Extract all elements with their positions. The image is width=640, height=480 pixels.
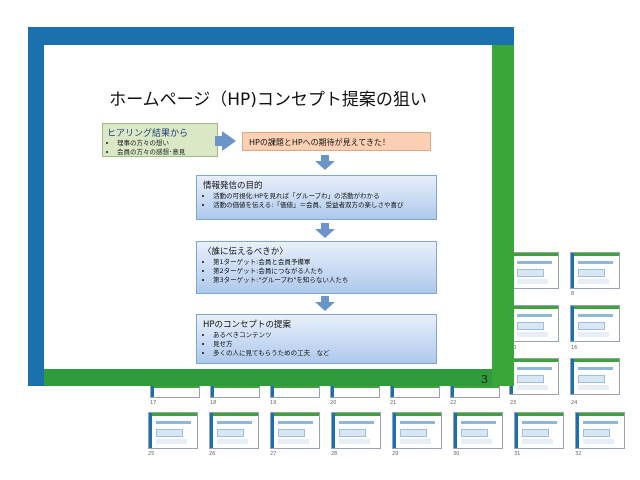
down-arrow-icon: [321, 223, 329, 229]
slide-number: 16: [571, 345, 578, 351]
concept-item: 多くの人に見てもらうための工夫 など: [213, 349, 430, 358]
slide-number: 26: [209, 451, 216, 457]
concept-item: あるべきコンテンツ: [213, 331, 430, 340]
slide-thumbnail[interactable]: [148, 412, 198, 449]
purpose-item: 活動の価値を伝える:「価値」＝会員、受益者双方の楽しさや喜び: [213, 201, 430, 210]
target-item: 第3ターゲット:"グループわ"を知らない人たち: [213, 276, 430, 285]
slide-thumbnail[interactable]: [575, 412, 625, 449]
down-arrow-icon: [321, 296, 329, 302]
slide-thumbnail[interactable]: [331, 412, 381, 449]
page-number: 3: [481, 373, 488, 386]
concept-item: 見せ方: [213, 340, 430, 349]
concept-heading: HPのコンセプトの提案: [203, 320, 292, 330]
slide-thumbnail[interactable]: [390, 384, 440, 398]
slide-thumbnail[interactable]: [509, 358, 559, 395]
slide-thumbnail[interactable]: [514, 412, 564, 449]
slide-thumbnail[interactable]: [509, 305, 559, 342]
concept-box: HPのコンセプトの提案 あるべきコンテンツ 見せ方 多くの人に見てもらうための工…: [196, 314, 437, 364]
slide-thumbnail[interactable]: [570, 305, 620, 342]
down-arrow-icon: [315, 229, 335, 238]
slide-number: 22: [450, 400, 457, 406]
slide-number: 29: [392, 451, 399, 457]
purpose-box: 情報発信の目的 活動の可視化:HPを見れば「グループわ」の活動がわかる 活動の価…: [196, 175, 437, 220]
slide-number: 21: [390, 400, 397, 406]
slide-thumbnail[interactable]: [570, 358, 620, 395]
slide-number: 25: [148, 451, 155, 457]
purpose-heading: 情報発信の目的: [203, 181, 263, 191]
slide-thumbnail[interactable]: [209, 412, 259, 449]
slide-number: 19: [270, 400, 277, 406]
target-box: 〈誰に伝えるべきか〉 第1ターゲット:会員と会員予備軍 第2ターゲット:会員につ…: [196, 241, 437, 294]
slide-thumbnail[interactable]: [509, 252, 559, 289]
slide-number: 20: [330, 400, 337, 406]
slide-number: 23: [510, 400, 517, 406]
slide-content: ホームページ（HP)コンセプト提案の狙い ヒアリング結果から 理事の方々の想い …: [44, 45, 492, 386]
slide-number: 24: [571, 400, 578, 406]
target-item: 第2ターゲット:会員につながる人たち: [213, 267, 430, 276]
slide-number: 28: [331, 451, 338, 457]
right-arrow-icon: [215, 136, 223, 146]
slide-frame-right: [492, 27, 514, 386]
slide-frame-left: [28, 27, 44, 386]
slide-frame-top: [28, 27, 514, 45]
slide-number: 8: [571, 291, 575, 297]
slide-number: 30: [453, 451, 460, 457]
hearing-item: 理事の方々の想い: [117, 139, 213, 148]
slide-title: ホームページ（HP)コンセプト提案の狙い: [109, 90, 427, 110]
slide-number: 18: [210, 400, 217, 406]
slide-thumbnail[interactable]: [570, 252, 620, 289]
hearing-heading: ヒアリング結果から: [107, 129, 189, 139]
slide-thumbnail[interactable]: [150, 384, 200, 398]
down-arrow-icon: [321, 155, 329, 161]
purpose-item: 活動の可視化:HPを見れば「グループわ」の活動がわかる: [213, 192, 430, 201]
main-slide[interactable]: ホームページ（HP)コンセプト提案の狙い ヒアリング結果から 理事の方々の想い …: [28, 27, 514, 386]
slide-thumbnail[interactable]: [270, 412, 320, 449]
callout-box: HPの課題とHPへの期待が見えてきた！: [242, 132, 431, 151]
slide-thumbnail[interactable]: [450, 384, 500, 398]
target-heading: 〈誰に伝えるべきか〉: [203, 247, 288, 257]
slide-thumbnail[interactable]: [330, 384, 380, 398]
slide-number: 17: [150, 400, 157, 406]
down-arrow-icon: [315, 302, 335, 311]
down-arrow-icon: [315, 161, 335, 170]
hearing-item: 会員の方々の感想･意見: [117, 148, 213, 157]
slide-thumbnail[interactable]: [392, 412, 442, 449]
slide-thumbnail[interactable]: [210, 384, 260, 398]
slide-thumbnail[interactable]: [453, 412, 503, 449]
right-arrow-icon: [222, 131, 236, 151]
hearing-box: ヒアリング結果から 理事の方々の想い 会員の方々の感想･意見: [102, 123, 218, 157]
slide-thumbnail[interactable]: [270, 384, 320, 398]
slide-number: 32: [575, 451, 582, 457]
slide-number: 31: [514, 451, 521, 457]
target-item: 第1ターゲット:会員と会員予備軍: [213, 258, 430, 267]
slide-number: 27: [270, 451, 277, 457]
